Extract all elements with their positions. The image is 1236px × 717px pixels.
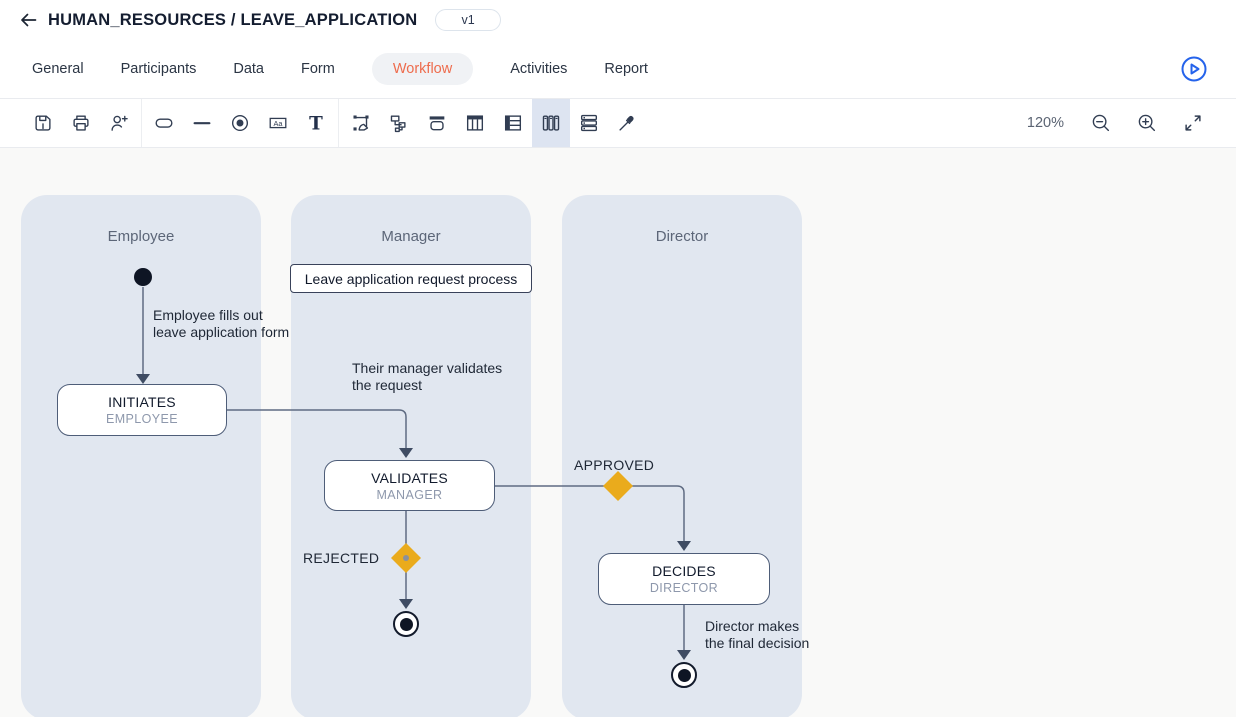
task-subtitle: MANAGER <box>376 487 443 502</box>
task-node-decides[interactable]: DECIDES DIRECTOR <box>598 553 770 605</box>
print-button[interactable] <box>62 99 100 147</box>
gateway-rejected-dot <box>403 555 409 561</box>
label-box-icon: Aa <box>269 117 287 129</box>
tab-general[interactable]: General <box>32 61 84 77</box>
flow-connector-tool[interactable] <box>380 99 418 147</box>
lane-label-employee: Employee <box>107 228 175 245</box>
app-header: HUMAN_RESOURCES / LEAVE_APPLICATION v1 <box>0 0 1236 40</box>
zoom-level: 120% <box>1026 115 1064 131</box>
text-icon: T <box>309 113 323 134</box>
workflow-canvas[interactable]: Employee Manager Director Leave applicat… <box>0 148 1236 717</box>
version-badge[interactable]: v1 <box>435 9 501 31</box>
transform-select-tool[interactable] <box>342 99 380 147</box>
save-button[interactable] <box>24 99 62 147</box>
table-rows-icon <box>504 115 522 131</box>
fullscreen-icon <box>1185 115 1201 131</box>
lane-label-director: Director <box>655 228 709 245</box>
print-icon <box>73 115 89 131</box>
lane-label-manager: Manager <box>381 228 441 245</box>
table-rows-tool[interactable] <box>494 99 532 147</box>
zoom-in-icon <box>1138 114 1156 132</box>
table-columns-icon <box>466 115 484 131</box>
add-participant-button[interactable] <box>100 99 138 147</box>
task-title: VALIDATES <box>371 469 448 486</box>
tab-report[interactable]: Report <box>604 61 648 77</box>
process-title-label[interactable]: Leave application request process <box>290 264 532 293</box>
flow-connector-icon <box>390 115 406 133</box>
gateway-approved-diamond[interactable] <box>603 471 633 501</box>
vertical-lanes-icon <box>542 115 560 131</box>
edge-label-start-to-initiates: Employee fills out leave application for… <box>153 307 290 340</box>
tab-participants[interactable]: Participants <box>120 61 197 77</box>
rounded-rectangle-tool[interactable] <box>145 99 183 147</box>
end-node-approved[interactable] <box>671 662 697 688</box>
arrowhead <box>399 448 413 458</box>
fullscreen-button[interactable] <box>1174 99 1212 147</box>
play-icon <box>1181 56 1207 82</box>
tab-form[interactable]: Form <box>301 61 335 77</box>
edge-label-decides-to-end: Director makes the final decision <box>705 618 810 651</box>
horizontal-lanes-icon <box>580 114 598 132</box>
arrowhead <box>136 374 150 384</box>
back-arrow-icon <box>21 13 37 27</box>
arrowhead <box>677 541 691 551</box>
person-add-icon <box>111 115 128 131</box>
end-node-rejected[interactable] <box>393 611 419 637</box>
end-node-dot <box>677 668 691 682</box>
end-node-dot <box>399 617 413 631</box>
line-tool[interactable] <box>183 99 221 147</box>
edges-layer <box>136 287 691 660</box>
transform-select-icon <box>353 115 369 131</box>
eyedropper-tool[interactable] <box>608 99 646 147</box>
text-tool[interactable]: T <box>297 99 335 147</box>
edge-validates-to-decides[interactable] <box>495 485 685 541</box>
task-title: INITIATES <box>108 394 176 410</box>
start-node[interactable] <box>134 268 152 286</box>
tab-bar: General Participants Data Form Workflow … <box>0 40 1236 99</box>
diagram-toolbar: Aa T <box>0 99 1236 148</box>
task-subtitle: EMPLOYEE <box>106 412 178 426</box>
zoom-out-button[interactable] <box>1082 99 1120 147</box>
arrowhead <box>399 599 413 609</box>
task-node-validates[interactable]: VALIDATES MANAGER <box>324 460 495 511</box>
task-node-initiates[interactable]: INITIATES EMPLOYEE <box>57 384 227 436</box>
arrowhead <box>677 650 691 660</box>
edge-initiates-to-validates[interactable] <box>227 409 407 448</box>
run-process-button[interactable] <box>1180 55 1208 83</box>
save-icon <box>35 115 51 131</box>
tab-data[interactable]: Data <box>233 61 264 77</box>
label-box-tool[interactable]: Aa <box>259 99 297 147</box>
zoom-out-icon <box>1092 114 1110 132</box>
rounded-rectangle-icon <box>155 118 173 128</box>
toolbar-separator <box>338 99 339 147</box>
tab-activities[interactable]: Activities <box>510 61 568 77</box>
radio-state-tool[interactable] <box>221 99 259 147</box>
line-icon <box>193 122 211 125</box>
page-title: HUMAN_RESOURCES / LEAVE_APPLICATION <box>48 10 418 29</box>
svg-text:T: T <box>309 113 323 134</box>
lane-director[interactable]: Director <box>562 195 802 717</box>
table-columns-tool[interactable] <box>456 99 494 147</box>
eyedropper-icon <box>619 116 634 131</box>
tab-workflow[interactable]: Workflow <box>371 53 474 85</box>
group-block-tool[interactable] <box>418 99 456 147</box>
toolbar-separator <box>141 99 142 147</box>
zoom-controls: 120% <box>1027 99 1212 147</box>
vertical-lanes-tool[interactable] <box>532 99 570 147</box>
task-title: DECIDES <box>652 563 716 579</box>
svg-text:Aa: Aa <box>274 119 284 128</box>
group-block-icon <box>429 116 445 131</box>
gateway-label-approved: APPROVED <box>574 457 655 473</box>
gateway-label-rejected: REJECTED <box>303 550 380 566</box>
zoom-in-button[interactable] <box>1128 99 1166 147</box>
task-subtitle: DIRECTOR <box>649 581 719 595</box>
back-button[interactable] <box>14 7 40 33</box>
horizontal-lanes-tool[interactable] <box>570 99 608 147</box>
radio-circle-icon <box>231 114 249 132</box>
edge-label-initiates-to-validates: Their manager validates the request <box>352 360 503 393</box>
